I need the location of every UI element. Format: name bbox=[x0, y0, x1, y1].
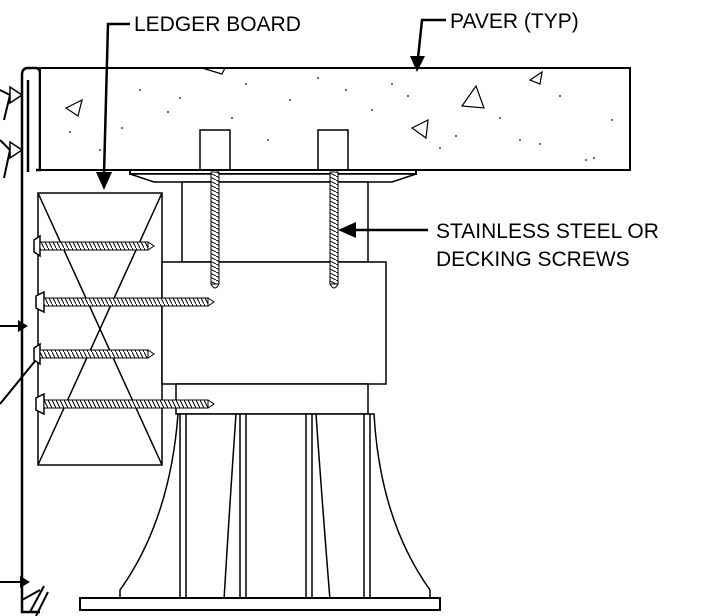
screws-leader bbox=[338, 222, 428, 238]
vscrew-2 bbox=[329, 171, 339, 289]
screw-4 bbox=[35, 392, 215, 416]
screws-label-line1: STAINLESS STEEL OR bbox=[436, 220, 659, 243]
horizontal-screws bbox=[33, 234, 215, 416]
paver-label: PAVER (TYP) bbox=[450, 10, 579, 33]
pedestal-base bbox=[79, 413, 441, 611]
screw-1 bbox=[33, 234, 155, 258]
paver-leader bbox=[410, 18, 446, 72]
vertical-screws bbox=[210, 171, 339, 289]
blocking-block bbox=[161, 261, 387, 415]
pedestal-head-plate bbox=[129, 169, 417, 263]
screw-2 bbox=[35, 290, 215, 314]
vscrew-1 bbox=[210, 171, 220, 289]
ledger-board bbox=[37, 192, 163, 466]
screws-label-line2: DECKING SCREWS bbox=[436, 248, 630, 271]
ledger-board-leader bbox=[96, 22, 130, 190]
ledger-board-label: LEDGER BOARD bbox=[134, 13, 301, 36]
screw-3 bbox=[33, 342, 155, 366]
